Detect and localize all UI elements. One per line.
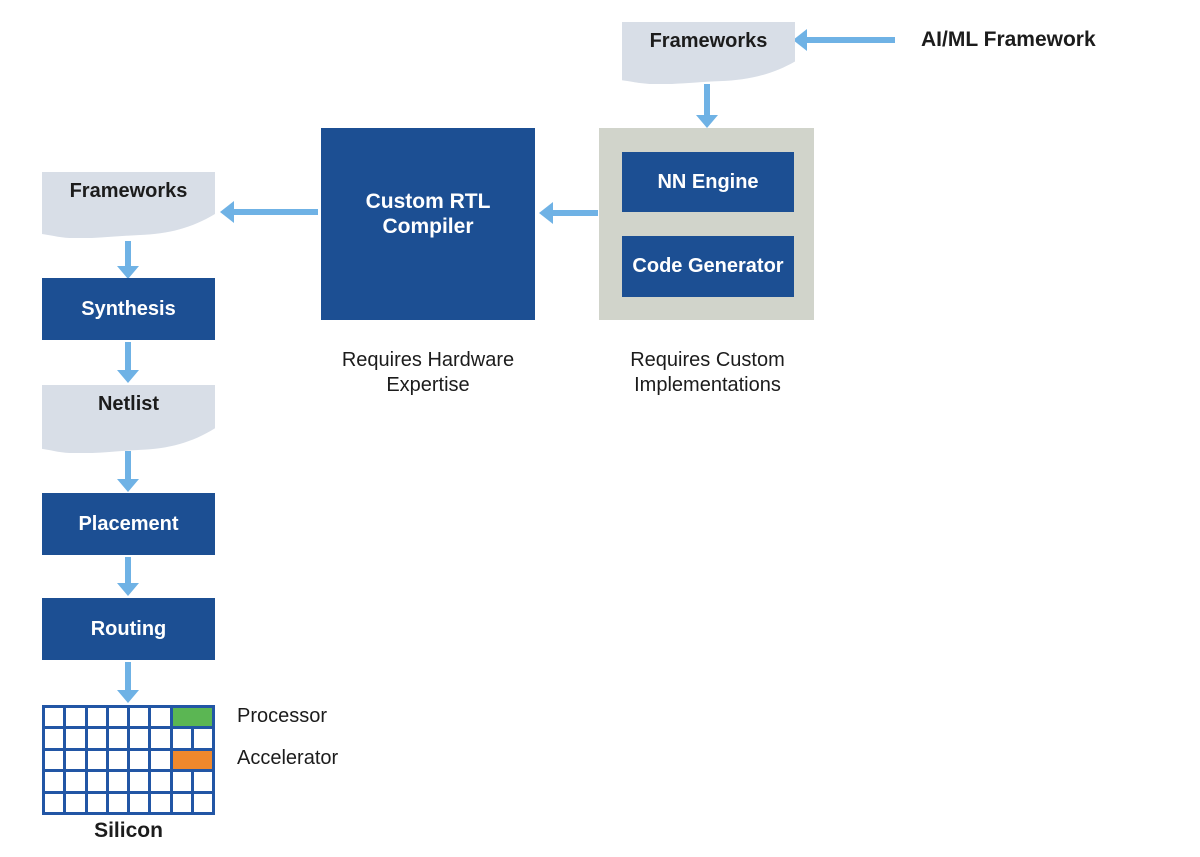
silicon-cell (45, 729, 64, 748)
silicon-cell (45, 772, 64, 791)
silicon-cell (193, 793, 212, 812)
arrow-head-icon (117, 479, 139, 492)
ai-ml-framework-label: AI/ML Framework (921, 28, 1096, 51)
code-generator-box: Code Generator (622, 236, 794, 297)
arrow-stem (232, 209, 318, 215)
arrow-head-icon (117, 266, 139, 279)
routing-box: Routing (42, 598, 215, 660)
silicon-cell (87, 750, 106, 770)
placement-label: Placement (78, 512, 179, 535)
caption-line: Expertise (386, 374, 470, 396)
custom-rtl-line1: Custom RTL (365, 190, 491, 213)
arrow-head-icon (117, 690, 139, 703)
silicon-cell (66, 708, 85, 727)
silicon-cell (66, 772, 85, 791)
synthesis-box: Synthesis (42, 278, 215, 340)
arrow-stem (704, 84, 710, 116)
silicon-cell (87, 729, 106, 748)
arrow-head-icon (793, 29, 807, 51)
silicon-cell (66, 729, 85, 748)
arrow-frameworks-to-panel (696, 84, 718, 128)
silicon-cell (45, 750, 64, 770)
arrow-aiml-to-frameworks (793, 29, 895, 51)
silicon-cell (172, 772, 191, 791)
caption-line: Requires Custom (630, 349, 785, 371)
silicon-cell (130, 729, 149, 748)
arrow-head-icon (117, 370, 139, 383)
silicon-cell (45, 708, 64, 727)
frameworks-top-label: Frameworks (649, 30, 768, 52)
arrow-head-icon (539, 202, 553, 224)
silicon-cell (87, 708, 106, 727)
silicon-cell (87, 793, 106, 812)
caption-requires-custom: Requires Custom Implementations (600, 348, 815, 398)
silicon-cell (151, 708, 170, 727)
arrow-stem (125, 557, 131, 584)
arrow-head-icon (220, 201, 234, 223)
document-shape (42, 172, 215, 238)
silicon-cell (130, 793, 149, 812)
arrow-frameworks-to-synthesis (117, 241, 139, 279)
silicon-cell (130, 708, 149, 727)
arrow-stem (805, 37, 895, 43)
placement-box: Placement (42, 493, 215, 555)
arrow-rtl-to-frameworks (220, 201, 318, 223)
netlist-label: Netlist (97, 393, 160, 415)
processor-cell (172, 708, 212, 727)
silicon-cell (172, 793, 191, 812)
arrow-routing-to-silicon (117, 662, 139, 703)
arrow-head-icon (117, 583, 139, 596)
frameworks-left-label: Frameworks (69, 180, 188, 202)
silicon-cell (66, 750, 85, 770)
silicon-cell (172, 729, 191, 748)
silicon-cell (130, 772, 149, 791)
accelerator-cell (172, 750, 212, 770)
silicon-cell (151, 729, 170, 748)
frameworks-left-document: Frameworks (42, 172, 215, 238)
silicon-cell (108, 772, 127, 791)
custom-rtl-line2: Compiler (382, 215, 474, 238)
silicon-cell (193, 729, 212, 748)
code-generator-label: Code Generator (632, 255, 784, 277)
legend-accelerator-label: Accelerator (237, 747, 339, 769)
nn-engine-box: NN Engine (622, 152, 794, 212)
silicon-cell (108, 750, 127, 770)
frameworks-top-document: Frameworks (622, 22, 795, 84)
silicon-cell (108, 793, 127, 812)
custom-rtl-compiler-box: Custom RTL Compiler (321, 128, 535, 320)
silicon-cell (151, 750, 170, 770)
arrow-stem (125, 342, 131, 371)
caption-requires-hardware: Requires Hardware Expertise (321, 348, 535, 398)
routing-label: Routing (90, 617, 167, 640)
silicon-cell (130, 750, 149, 770)
arrow-stem (551, 210, 598, 216)
arrow-stem (125, 662, 131, 691)
arrow-synthesis-to-netlist (117, 342, 139, 383)
silicon-cell (45, 793, 64, 812)
silicon-cell (87, 772, 106, 791)
arrow-netlist-to-placement (117, 451, 139, 492)
silicon-cell (151, 793, 170, 812)
document-shape (622, 22, 795, 84)
caption-line: Requires Hardware (341, 349, 515, 371)
arrow-head-icon (696, 115, 718, 128)
caption-line: Implementations (634, 374, 781, 396)
silicon-cell (151, 772, 170, 791)
silicon-cell (108, 708, 127, 727)
document-shape (42, 385, 215, 453)
netlist-document: Netlist (42, 385, 215, 453)
arrow-panel-to-rtl (539, 202, 598, 224)
silicon-grid (42, 705, 215, 815)
arrow-stem (125, 451, 131, 480)
synthesis-label: Synthesis (81, 297, 176, 320)
silicon-cell (108, 729, 127, 748)
custom-rtl-compiler-label: Custom RTL Compiler (366, 189, 491, 239)
silicon-cell (66, 793, 85, 812)
legend-processor-label: Processor (237, 705, 328, 727)
silicon-cell (193, 772, 212, 791)
arrow-stem (125, 241, 131, 267)
nn-engine-label: NN Engine (657, 170, 759, 193)
silicon-label: Silicon (94, 819, 163, 842)
arrow-placement-to-routing (117, 557, 139, 596)
